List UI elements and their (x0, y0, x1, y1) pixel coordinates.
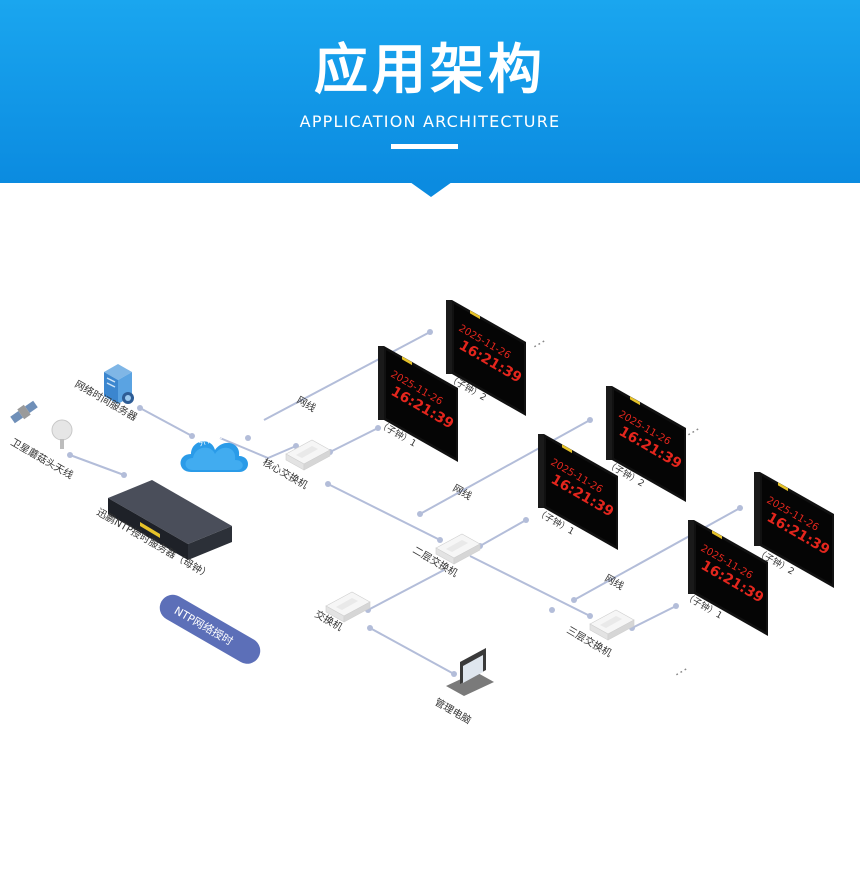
link-l3-branch (573, 507, 741, 601)
laptop-icon (446, 648, 494, 696)
architecture-diagram: 网络时间服务器 卫星蘑菇头天线 外网或局域网 迅鹏NTP授时服务器（母钟） NT… (9, 300, 834, 727)
cloud-label-text: 外网或局域网 (197, 422, 246, 448)
pc-label: 管理电脑 (433, 695, 474, 726)
page-subtitle: APPLICATION ARCHITECTURE (299, 112, 561, 131)
link-switch-pc (369, 627, 455, 675)
clock-core-1: 2025-11-26 16:21:39 (378, 346, 458, 462)
clock-core-2: 2025-11-26 16:21:39 (446, 300, 526, 416)
link-l2-l3 (469, 555, 591, 617)
page-title: 应用架构 (314, 38, 546, 101)
clock-l2-2: 2025-11-26 16:21:39 (606, 386, 686, 502)
ellipsis-l3: ⋮ (671, 662, 692, 682)
ntp-badge: NTP网络授时 (159, 594, 261, 664)
cable-label-l2: 网线 (451, 481, 475, 502)
antenna-icon (51, 419, 73, 449)
l3-switch-icon (589, 609, 635, 641)
satellite-icon (10, 400, 38, 424)
link-l2-clock1 (479, 519, 527, 547)
clock-l3-1: 2025-11-26 16:21:39 (688, 520, 768, 636)
ellipsis-l2: ⋮ (683, 422, 704, 442)
link-core-l2 (327, 483, 441, 541)
cloud-icon (180, 441, 248, 472)
link-core-branch (263, 331, 431, 421)
ellipsis-core: ⋮ (529, 334, 550, 354)
link-antenna-ntp (69, 454, 125, 476)
clock-l2-1: 2025-11-26 16:21:39 (538, 434, 618, 550)
header-banner (0, 0, 860, 183)
cloud-label: 外网或局域网 (197, 422, 246, 448)
ntp-server-icon (108, 480, 232, 560)
antenna-label: 卫星蘑菇头天线 (9, 435, 76, 481)
link-cloud-core (219, 437, 297, 460)
link-l2-switch (367, 569, 445, 611)
link-l3-clock1 (631, 605, 677, 629)
link-core-clock1 (329, 427, 379, 453)
link-l2-branch (419, 419, 591, 515)
banner-notch (410, 182, 452, 197)
core-switch-icon (285, 439, 331, 471)
link-timeserver-cloud (139, 407, 193, 437)
cable-label-l3: 网线 (603, 571, 627, 592)
server-icon (104, 364, 134, 404)
connection-lines (69, 331, 741, 675)
clock-l3-2: 2025-11-26 16:21:39 (754, 472, 834, 588)
title-underline (391, 144, 458, 149)
